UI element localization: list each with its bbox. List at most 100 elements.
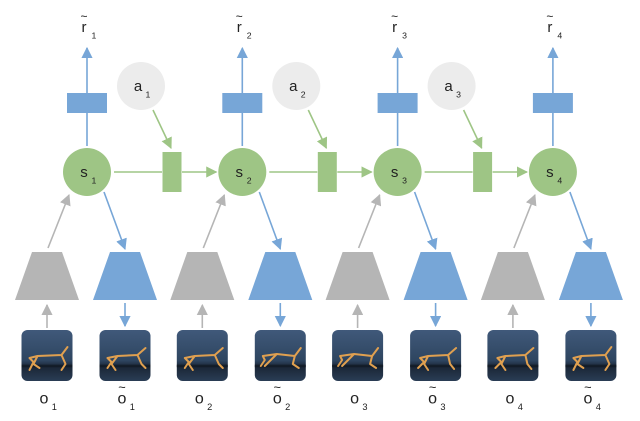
state-label-1-sub: 1 [92,175,97,185]
reconstruction-label-1-tilde: ~ [118,379,125,394]
state-label-3-sub: 3 [402,175,407,185]
reward-head-1 [67,93,107,113]
observation-image-3 [332,330,384,381]
state-label-4-base: s [546,164,554,181]
reconstruction-image-2-background [254,330,306,381]
observation-image-4-floor [487,364,539,368]
reward-head-2 [222,93,263,113]
observation-label-1-base: o [40,390,49,407]
reconstruction-image-2 [254,330,306,381]
observation-label-3-base: o [350,390,359,407]
reward-label-2-base: r [237,19,242,36]
reward-head-4 [532,93,573,113]
state-label-3-base: s [391,164,399,181]
action-node-1 [117,62,165,110]
observation-image-2-floor [176,364,228,368]
reconstruction-label-2-sub: 2 [285,402,290,412]
encoder-3 [325,252,390,300]
state-to-decoder-edge [103,191,127,251]
observation-image-3-figure [337,347,380,369]
reconstruction-label-1-sub: 1 [130,402,135,412]
observation-label-2-sub: 2 [207,402,212,412]
reward-label-3-tilde: ~ [391,10,398,24]
state-to-decoder-edge [569,191,593,251]
state-to-decoder-edge [258,191,283,251]
reward-label-4-sub: 4 [557,30,562,40]
state-node-1 [63,148,111,196]
encoder-to-state-edge [513,193,537,249]
state-node-2 [218,148,267,196]
action-label-1-base: a [134,78,143,95]
encoder-1 [15,252,79,300]
state-label-2-sub: 2 [247,175,252,185]
observation-image-4 [487,330,539,381]
state-node-4 [528,148,577,196]
nodes-layer [15,62,623,381]
reward-label-4-base: r [547,19,552,36]
reward-label-2-tilde: ~ [236,10,243,24]
reconstruction-label-2-base: o [273,390,282,407]
reconstruction-image-2-figure [259,347,302,369]
reconstruction-label-4-tilde: ~ [584,379,591,394]
reconstruction-label-1-base: o [118,390,127,407]
observation-image-3-floor [332,364,384,368]
action-to-transition-edge [307,109,328,150]
observation-label-3-sub: 3 [362,402,367,412]
reward-label-1-base: r [82,19,87,36]
edges-layer [41,46,597,328]
action-label-3-sub: 3 [456,89,461,99]
observation-label-4-sub: 4 [518,402,523,412]
reconstruction-label-4-base: o [583,390,592,407]
reconstruction-label-3-tilde: ~ [429,379,436,394]
action-to-transition-edge [152,109,172,150]
action-label-1-sub: 1 [146,89,151,99]
reward-label-1-sub: 1 [92,30,97,40]
reconstruction-image-4 [565,330,617,381]
reconstruction-image-4-figure [572,346,613,371]
observation-image-4-figure [494,347,535,371]
observation-image-2-figure [183,347,224,371]
encoder-4 [480,252,545,300]
encoder-to-state-edge [202,193,226,249]
encoder-to-state-edge [357,193,382,249]
reconstruction-image-3 [410,330,462,381]
encoder-to-state-edge [47,193,71,249]
reconstruction-label-4-sub: 4 [596,402,601,412]
action-node-2 [272,62,321,110]
reconstruction-label-2-tilde: ~ [274,379,281,394]
state-node-3 [373,148,422,196]
reconstruction-label-3-base: o [428,390,437,407]
transition-block-1 [162,152,182,192]
state-label-2-base: s [236,164,244,181]
decoder-3 [403,252,468,300]
reconstruction-label-3-sub: 3 [440,402,445,412]
observation-image-1-floor [21,364,73,368]
state-label-4-sub: 4 [557,175,562,185]
observation-image-1 [21,330,73,381]
observation-image-3-background [332,330,384,381]
observation-label-2-base: o [195,390,204,407]
observation-image-2 [176,330,228,381]
decoder-1 [93,252,157,300]
reward-label-3-sub: 3 [402,30,407,40]
reconstruction-image-3-floor [410,364,462,368]
decoder-2 [248,252,313,300]
reconstruction-image-1 [99,330,151,381]
